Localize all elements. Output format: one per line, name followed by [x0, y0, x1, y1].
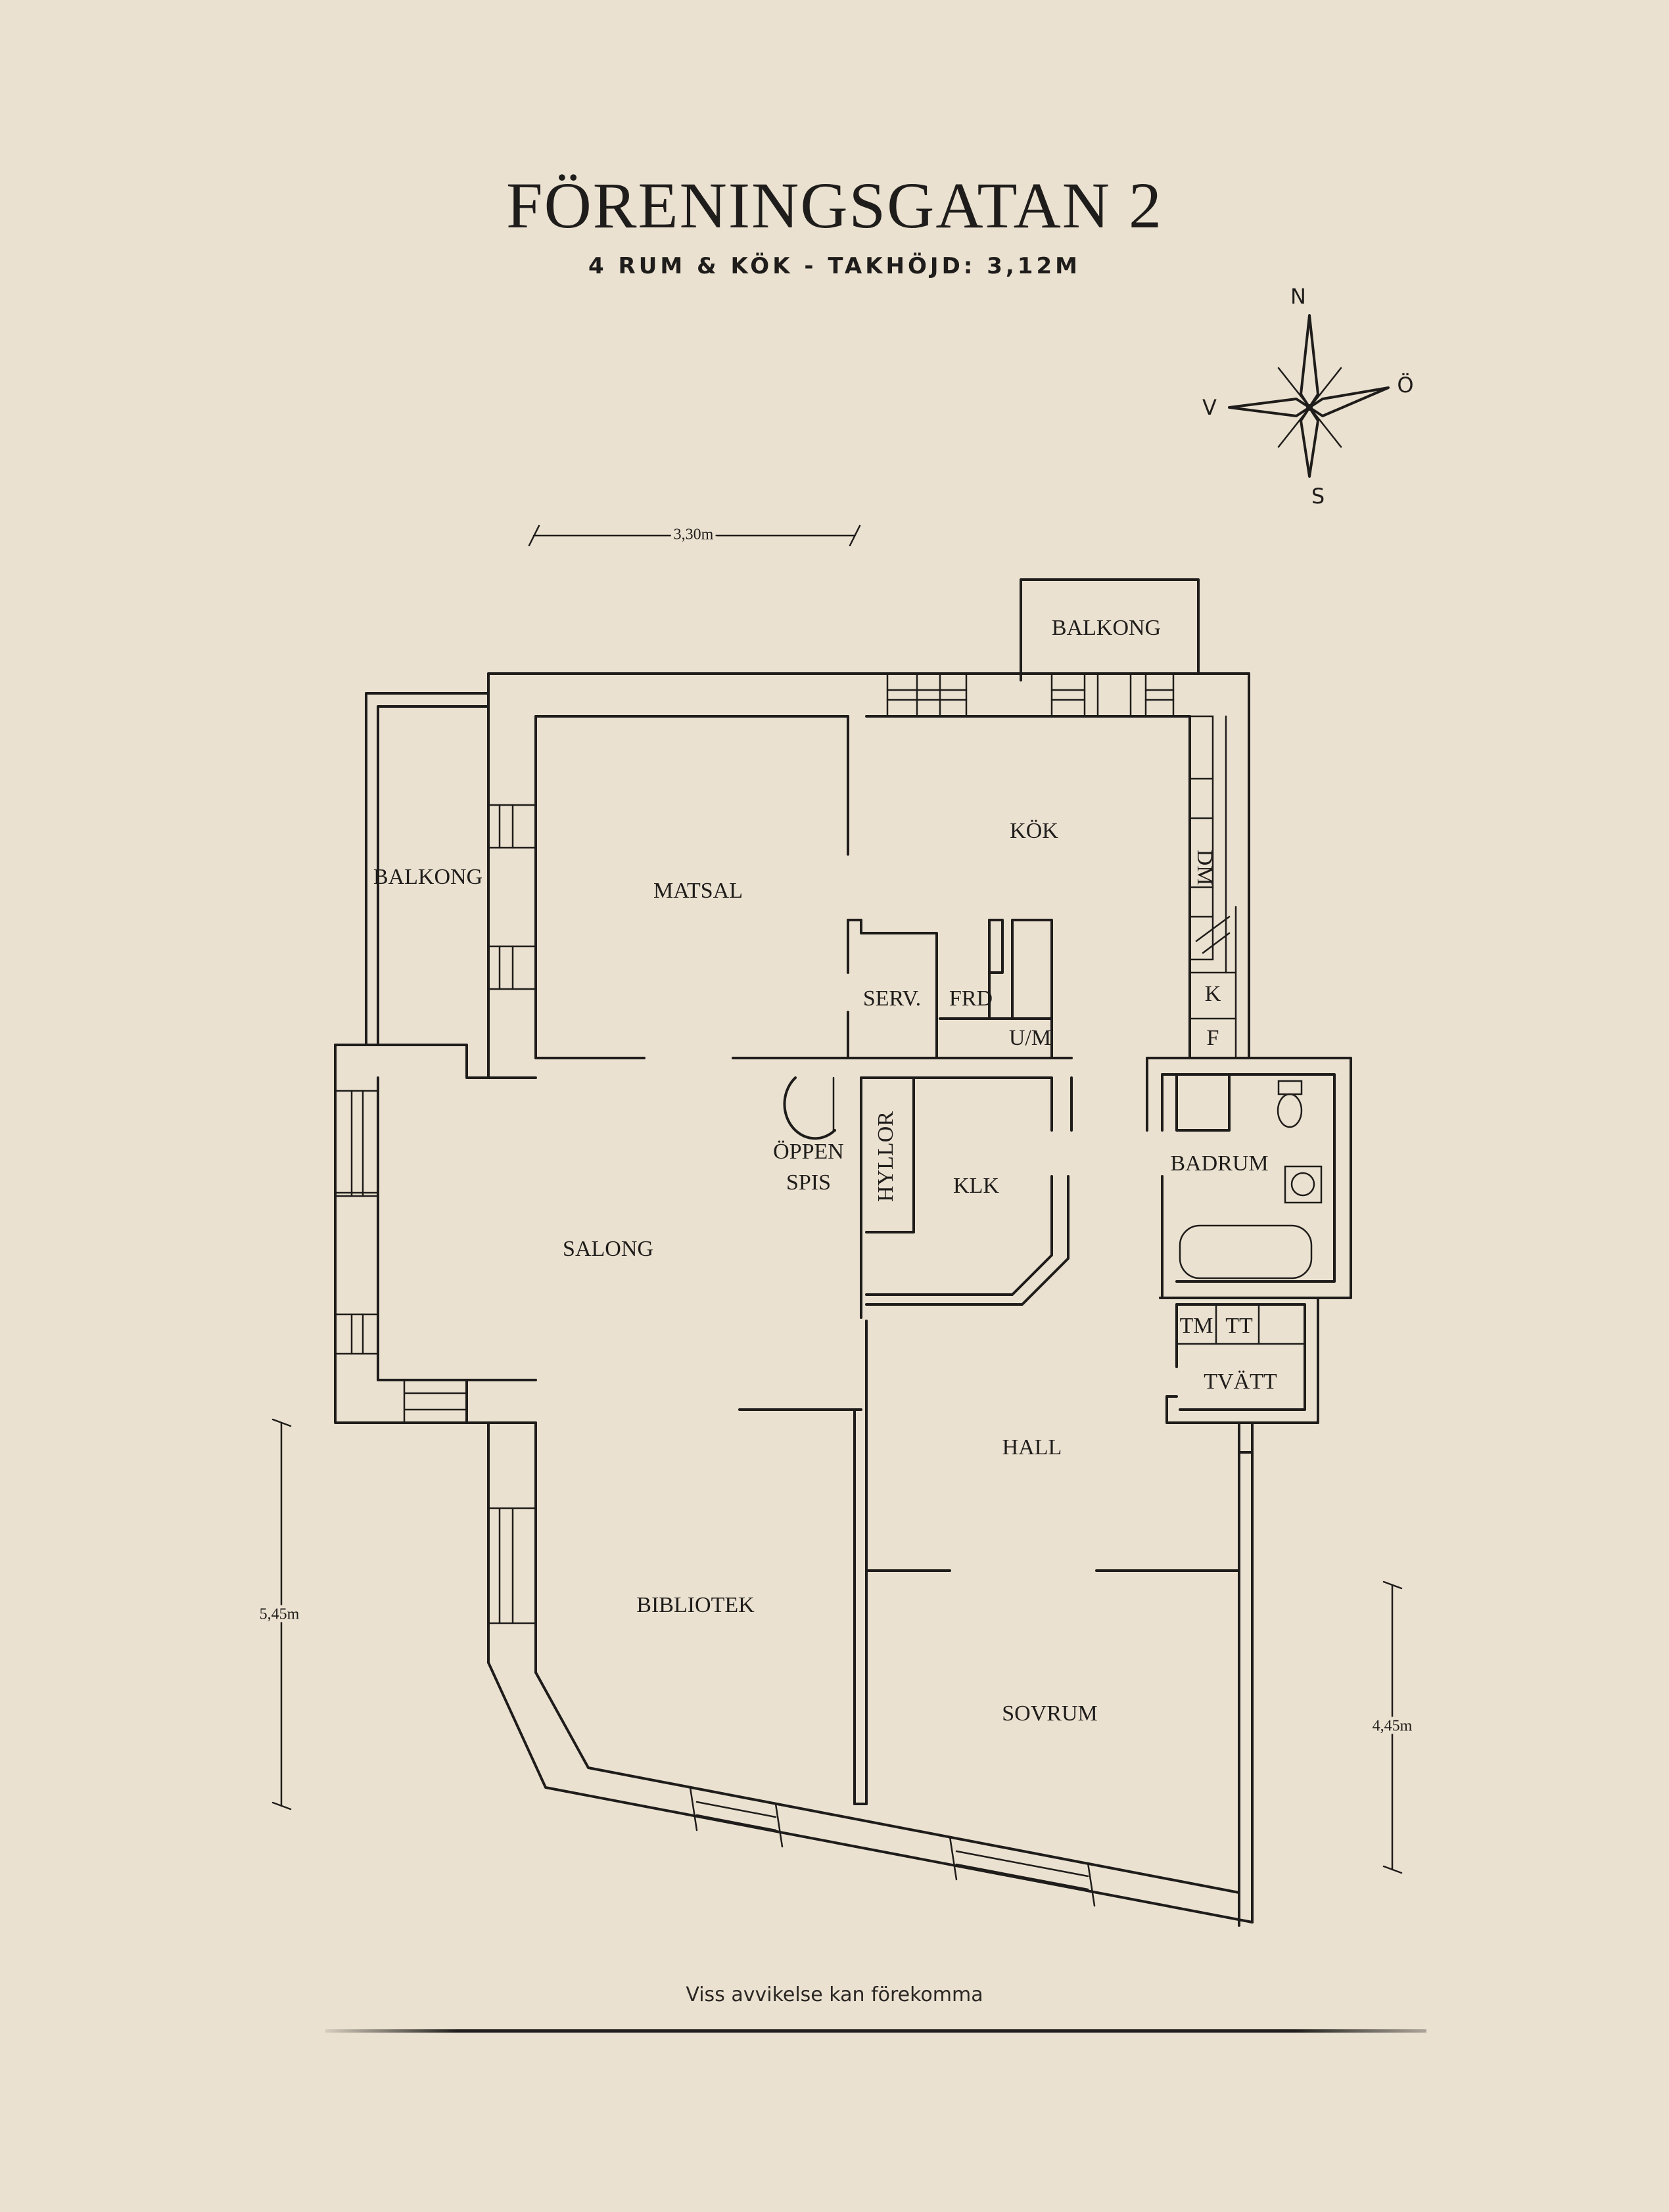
disclaimer-note: Viss avvikelse kan förekomma: [686, 1983, 983, 2006]
room-label-f: F: [1207, 1026, 1219, 1050]
room-label-frd: FRD: [949, 986, 993, 1011]
room-label-klk: KLK: [953, 1174, 999, 1198]
room-label-balkong-top: BALKONG: [1052, 616, 1161, 640]
room-label-bibliotek: BIBLIOTEK: [636, 1593, 755, 1617]
room-label-dm: DM: [1192, 850, 1217, 886]
room-label-spis: SPIS: [786, 1170, 831, 1195]
dimension-right-label: 4,45m: [1373, 1718, 1413, 1735]
room-label-balkong-left: BALKONG: [373, 865, 482, 889]
page-subtitle: 4 RUM & KÖK - TAKHÖJD: 3,12M: [588, 253, 1081, 279]
dimension-left-label: 5,45m: [260, 1606, 300, 1623]
page-title: FÖRENINGSGATAN 2: [505, 169, 1164, 242]
room-label-hall: HALL: [1002, 1435, 1062, 1460]
room-label-um: U/M: [1009, 1026, 1051, 1050]
dimension-top-label: 3,30m: [674, 526, 714, 543]
room-label-sovrum: SOVRUM: [1002, 1701, 1097, 1726]
dimension-top: [528, 524, 861, 547]
room-label-badrum: BADRUM: [1170, 1151, 1268, 1176]
room-label-tt: TT: [1225, 1314, 1253, 1338]
room-label-tm: TM: [1180, 1314, 1213, 1338]
room-label-hyllor: HYLLOR: [874, 1111, 898, 1202]
compass-rose-icon: [1228, 314, 1390, 478]
compass-north-label: N: [1290, 284, 1306, 309]
room-label-k: K: [1205, 982, 1221, 1006]
room-label-salong: SALONG: [563, 1237, 653, 1261]
room-label-tvatt: TVÄTT: [1204, 1370, 1277, 1394]
footer-divider: [325, 2029, 1426, 2033]
room-label-kok: KÖK: [1010, 819, 1058, 843]
room-label-serv: SERV.: [863, 986, 921, 1011]
dimension-right: [1382, 1580, 1403, 1874]
room-label-matsal: MATSAL: [653, 879, 743, 903]
room-label-oppen: ÖPPEN: [773, 1140, 844, 1164]
dimension-left: [271, 1418, 292, 1810]
compass-east-label: Ö: [1397, 373, 1413, 398]
compass-west-label: V: [1202, 395, 1217, 420]
compass-south-label: S: [1311, 484, 1325, 509]
walls: [334, 578, 1352, 1927]
